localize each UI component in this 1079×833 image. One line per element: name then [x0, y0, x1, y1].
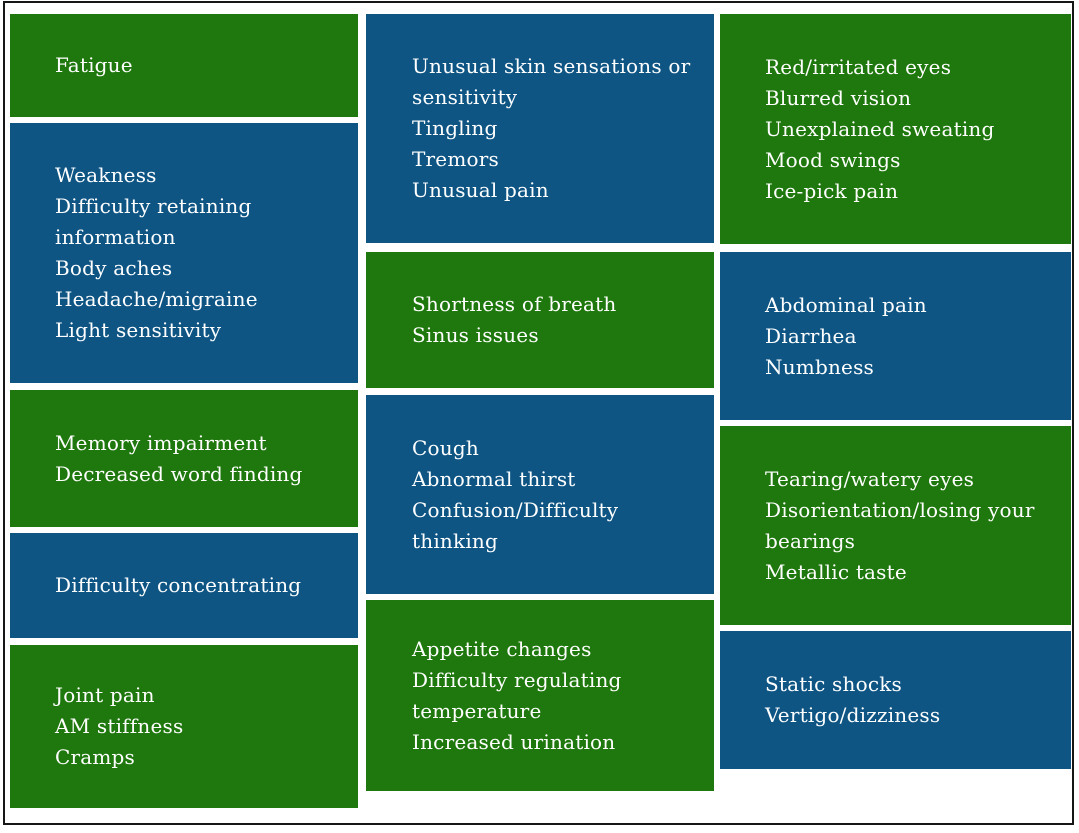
symptom-item: Headache/migraine: [55, 287, 258, 311]
symptom-item: Body aches: [55, 256, 173, 280]
symptom-item: Disorientation/losing your bearings: [765, 497, 1035, 553]
symptom-item: Numbness: [765, 354, 874, 379]
symptom-item: Weakness: [55, 163, 157, 187]
symptom-item: Metallic taste: [765, 559, 907, 584]
symptom-item: Vertigo/dizziness: [765, 703, 941, 727]
symptom-item: Diarrhea: [765, 323, 857, 348]
symptom-item: Cough: [412, 435, 479, 460]
symptom-item: Difficulty retaining information: [55, 194, 252, 249]
symptom-item: Difficulty concentrating: [55, 573, 302, 597]
symptom-box: Fatigue: [10, 14, 358, 117]
symptom-item: AM stiffness: [55, 714, 184, 738]
symptom-item: Sinus issues: [412, 323, 539, 347]
symptom-item: Tremors: [412, 147, 499, 171]
symptom-item: Unexplained sweating: [765, 116, 995, 141]
symptom-item: Ice-pick pain: [765, 178, 899, 203]
symptom-item: Decreased word finding: [55, 461, 303, 486]
symptom-item: Fatigue: [55, 53, 133, 77]
symptom-item: Red/irritated eyes: [765, 54, 952, 79]
symptom-item: Difficulty regulating temperature: [412, 667, 622, 723]
symptom-item: Joint pain: [55, 683, 155, 707]
symptom-item: Blurred vision: [765, 85, 912, 110]
symptom-item: Memory impairment: [55, 430, 267, 455]
symptom-item: Light sensitivity: [55, 318, 222, 342]
symptom-item: Abnormal thirst: [412, 466, 576, 491]
symptom-item: Abdominal pain: [765, 292, 927, 317]
symptom-item: Cramps: [55, 745, 136, 769]
symptom-item: Confusion/Difficulty thinking: [412, 497, 619, 553]
symptom-item: Unusual pain: [412, 178, 549, 202]
symptom-item: Unusual skin sensations or sensitivity: [412, 54, 691, 109]
symptom-box: Difficulty concentrating: [10, 533, 358, 638]
symptom-item: Tearing/watery eyes: [765, 466, 975, 491]
symptom-item: Tingling: [412, 116, 498, 140]
symptom-item: Increased urination: [412, 729, 616, 754]
symptom-item: Appetite changes: [412, 636, 592, 661]
symptom-item: Static shocks: [765, 672, 903, 696]
symptom-item: Mood swings: [765, 147, 901, 172]
symptom-item: Shortness of breath: [412, 292, 617, 316]
